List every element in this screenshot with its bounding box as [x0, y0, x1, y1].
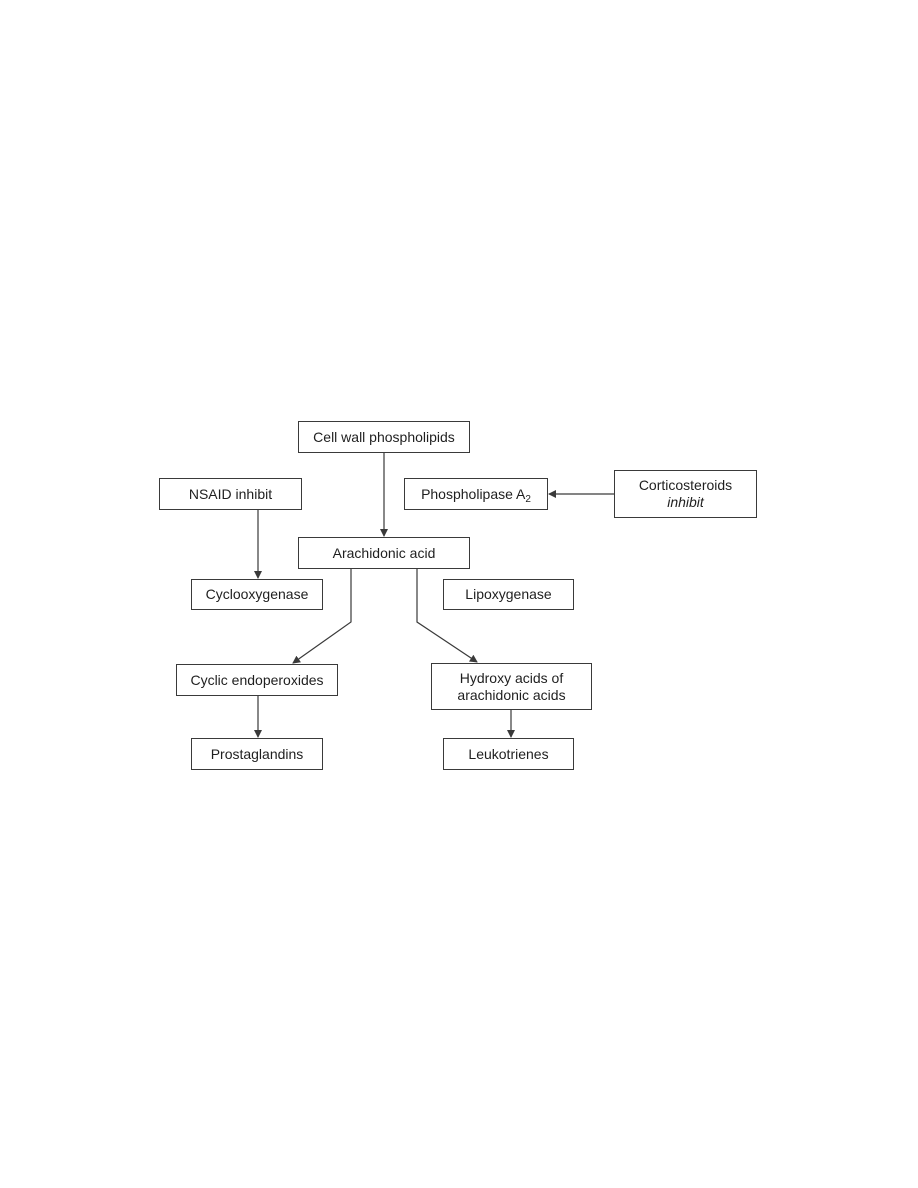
node-cell-wall-phospholipids: Cell wall phospholipids — [298, 421, 470, 453]
node-arachidonic-acid: Arachidonic acid — [298, 537, 470, 569]
node-cyclooxygenase: Cyclooxygenase — [191, 579, 323, 610]
node-nsaid-inhibit: NSAID inhibit — [159, 478, 302, 510]
node-label: Arachidonic acid — [332, 544, 436, 561]
node-label: Leukotrienes — [468, 745, 549, 762]
node-label: Prostaglandins — [210, 745, 304, 762]
node-corticosteroids-inhibit: Corticosteroids inhibit — [614, 470, 757, 518]
node-label: Cell wall phospholipids — [313, 428, 455, 445]
node-label-line1: Hydroxy acids of — [459, 669, 564, 686]
node-leukotrienes: Leukotrienes — [443, 738, 574, 770]
node-label-line1: Corticosteroids — [638, 477, 733, 493]
node-lipoxygenase: Lipoxygenase — [443, 579, 574, 610]
node-label-line2: inhibit — [667, 494, 704, 510]
node-label: Cyclooxygenase — [205, 586, 309, 602]
node-label-subscript: 2 — [525, 493, 531, 505]
node-prostaglandins: Prostaglandins — [191, 738, 323, 770]
node-label: Phospholipase A2 — [421, 485, 531, 505]
node-label-main: Phospholipase A — [421, 485, 526, 502]
node-label: NSAID inhibit — [188, 485, 273, 502]
node-label: Cyclic endoperoxides — [190, 671, 324, 688]
node-label-line2: arachidonic acids — [457, 686, 566, 703]
node-cyclic-endoperoxides: Cyclic endoperoxides — [176, 664, 338, 696]
node-phospholipase-a2: Phospholipase A2 — [404, 478, 548, 510]
node-hydroxy-acids: Hydroxy acids of arachidonic acids — [431, 663, 592, 710]
node-label: Lipoxygenase — [465, 586, 552, 602]
